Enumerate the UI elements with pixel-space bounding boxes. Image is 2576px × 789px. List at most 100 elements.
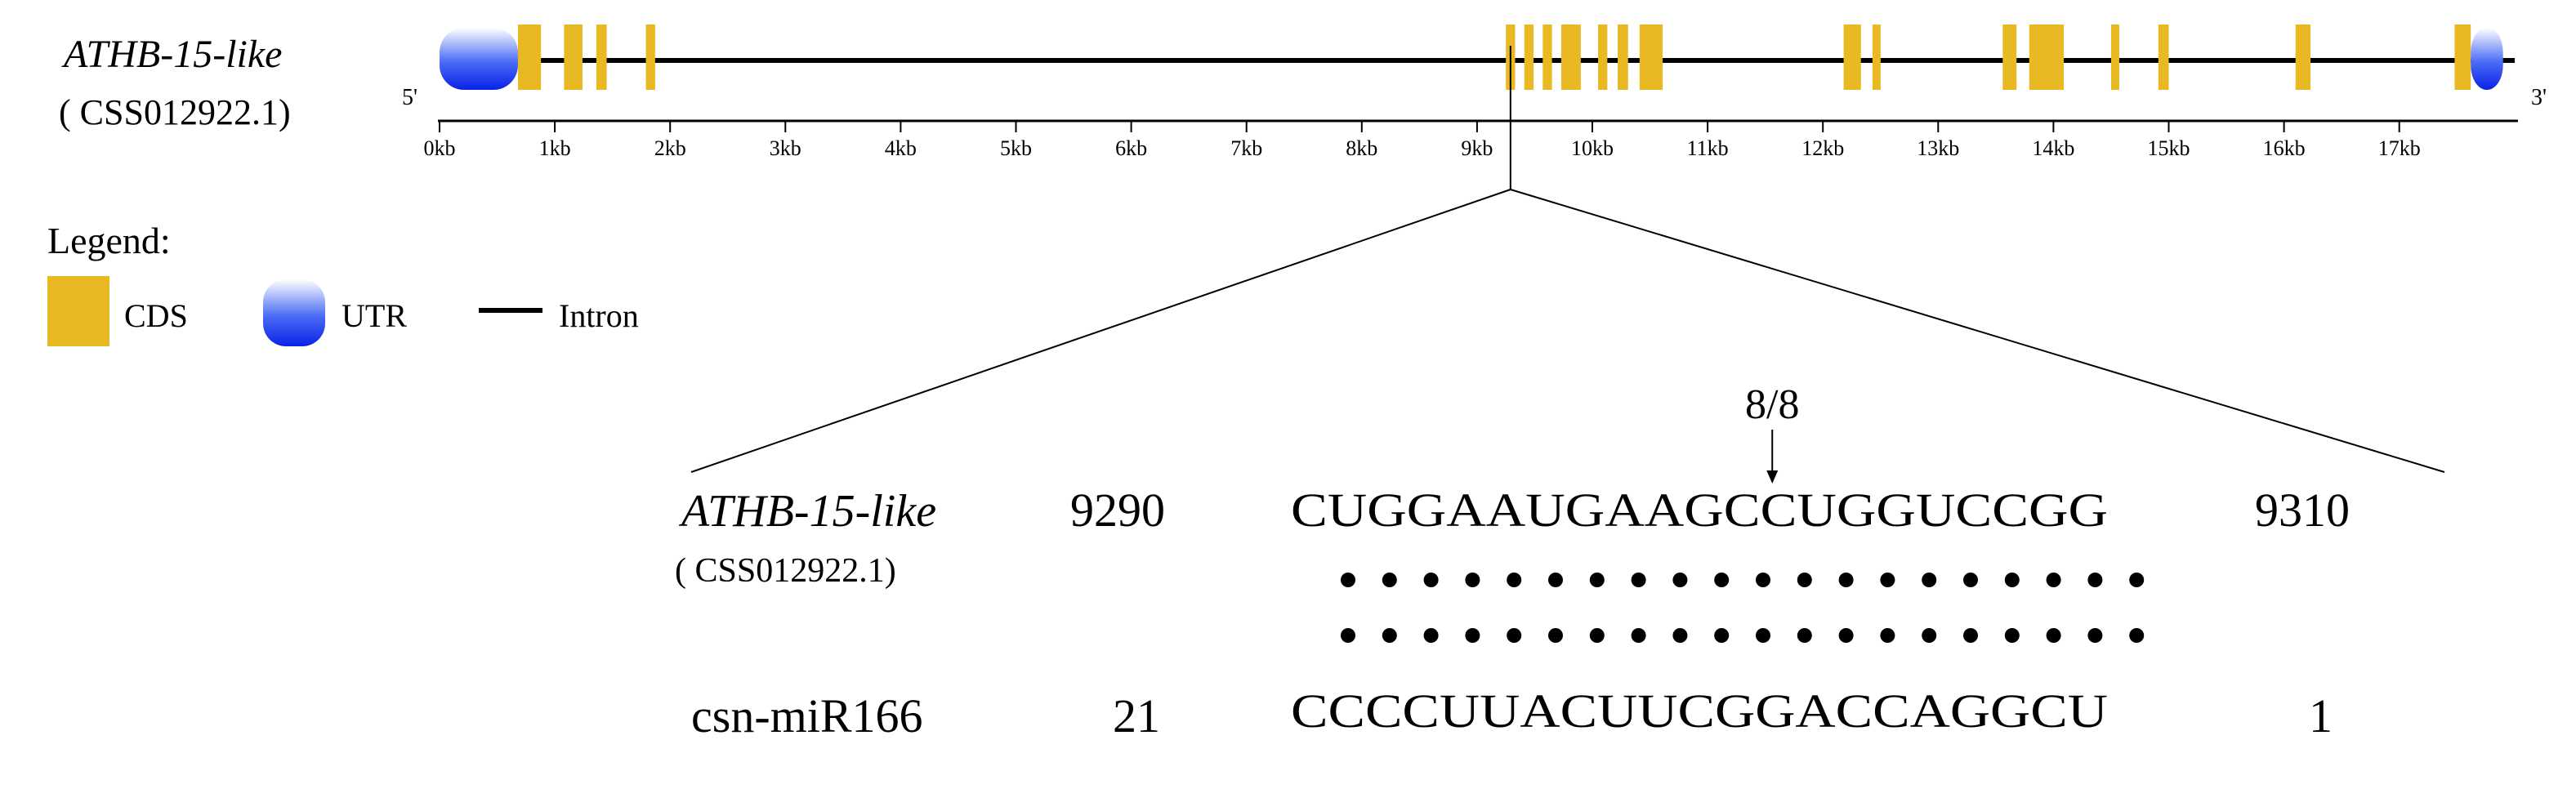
cds-block xyxy=(517,25,542,90)
base-pair-dot xyxy=(2129,573,2145,587)
cds-block xyxy=(2029,25,2065,90)
kb-axis-ticks: 0kb 1kb 2kb 3kb 4kb 5kb 6kb 7kb 8kb 9kb 10kb 11kb 12… xyxy=(424,121,2421,160)
legend-intron-label: Intron xyxy=(559,297,639,334)
base-pair-dot xyxy=(1672,628,1688,643)
cds-block xyxy=(1542,25,1552,90)
cds-block xyxy=(2002,25,2017,90)
base-pair-dot xyxy=(1797,573,1812,587)
cleavage-arrow-head xyxy=(1766,470,1779,484)
kb-axis-tick-label: 7kb xyxy=(1230,136,1262,160)
base-pair-dot xyxy=(1672,573,1688,587)
cds-block xyxy=(1560,25,1581,90)
utr-5-prime xyxy=(440,28,518,90)
alignment-target-end: 9310 xyxy=(2255,484,2350,537)
base-pair-dot xyxy=(1507,628,1522,643)
base-pair-dot xyxy=(1838,628,1854,643)
base-pair-dot xyxy=(2004,573,2020,587)
base-pair-dot xyxy=(1465,628,1480,643)
kb-axis-tick-label: 12kb xyxy=(1801,136,1844,160)
kb-axis-tick-label: 8kb xyxy=(1346,136,1377,160)
legend-title: Legend: xyxy=(47,220,171,261)
alignment-mirna-start: 21 xyxy=(1113,689,1160,742)
cleavage-site-label: 8/8 xyxy=(1745,381,1799,428)
base-pair-dot xyxy=(1756,628,1770,643)
kb-axis-tick-label: 9kb xyxy=(1461,136,1493,160)
cds-block xyxy=(2158,25,2169,90)
base-pair-dot xyxy=(1631,628,1646,643)
kb-axis-tick-label: 10kb xyxy=(1571,136,1614,160)
base-pair-dot xyxy=(1756,573,1770,587)
alignment-mirna-name: csn-miR166 xyxy=(691,689,923,742)
cds-block xyxy=(1872,25,1881,90)
kb-axis-tick-label: 14kb xyxy=(2032,136,2074,160)
five-prime-label: 5' xyxy=(402,85,417,110)
cds-block xyxy=(2454,25,2471,90)
base-pair-dot xyxy=(1922,628,1937,643)
cds-block xyxy=(1524,25,1534,90)
base-pair-dot xyxy=(1423,628,1439,643)
base-pair-dot xyxy=(1465,573,1480,587)
base-pair-dot xyxy=(1548,573,1563,587)
base-pair-dot xyxy=(2129,628,2145,643)
kb-axis-tick-label: 2kb xyxy=(654,136,686,160)
base-pair-dot xyxy=(1589,628,1605,643)
kb-axis-tick-label: 4kb xyxy=(885,136,917,160)
three-prime-label: 3' xyxy=(2531,85,2547,110)
kb-axis-tick-label: 1kb xyxy=(539,136,571,160)
base-pair-dot xyxy=(1838,573,1854,587)
base-pair-dot xyxy=(2087,628,2103,643)
base-pair-dot xyxy=(1880,628,1895,643)
base-pair-dot xyxy=(1714,573,1730,587)
alignment-mirna-sequence: CCCCUUACUUCGGACCAGGCU xyxy=(1291,684,2108,738)
legend-utr-label: UTR xyxy=(342,297,407,334)
base-pairing-dots xyxy=(1341,573,2145,643)
base-pair-dot xyxy=(2046,573,2061,587)
base-pair-dot xyxy=(1797,628,1812,643)
legend-cds-swatch xyxy=(47,276,109,346)
kb-axis-tick-label: 6kb xyxy=(1115,136,1147,160)
utr-3-prime xyxy=(2471,28,2503,90)
base-pair-dot xyxy=(1548,628,1563,643)
kb-axis-tick-label: 5kb xyxy=(1000,136,1032,160)
cds-block xyxy=(2295,25,2311,90)
base-pair-dot xyxy=(1963,573,1978,587)
alignment-target-start: 9290 xyxy=(1070,484,1165,537)
base-pair-dot xyxy=(2004,628,2020,643)
cds-group xyxy=(517,25,2471,90)
cds-block xyxy=(564,25,583,90)
kb-axis-tick-label: 3kb xyxy=(770,136,801,160)
alignment-target-accession: ( CSS012922.1) xyxy=(675,552,896,590)
base-pair-dot xyxy=(1963,628,1978,643)
alignment-target-sequence: CUGGAAUGAAGCCUGGUCCGG xyxy=(1291,484,2108,537)
kb-axis-tick-label: 0kb xyxy=(424,136,456,160)
base-pair-dot xyxy=(1382,628,1397,643)
base-pair-dot xyxy=(1631,573,1646,587)
legend-utr-swatch xyxy=(263,279,325,346)
kb-axis-tick-label: 16kb xyxy=(2263,136,2306,160)
base-pair-dot xyxy=(1507,573,1522,587)
base-pair-dot xyxy=(1922,573,1937,587)
zoom-line-right xyxy=(1510,189,2445,473)
alignment-target-name: ATHB-15-like xyxy=(678,486,936,537)
base-pair-dot xyxy=(1589,573,1605,587)
base-pair-dot xyxy=(1714,628,1730,643)
kb-axis-tick-label: 11kb xyxy=(1687,136,1729,160)
base-pair-dot xyxy=(2087,573,2103,587)
cds-block xyxy=(1639,25,1663,90)
base-pair-dot xyxy=(1382,573,1397,587)
cds-block xyxy=(2110,25,2119,90)
gene-accession-label: ( CSS012922.1) xyxy=(59,92,291,132)
legend-cds-label: CDS xyxy=(124,297,188,334)
kb-axis-tick-label: 15kb xyxy=(2148,136,2190,160)
gene-name-label: ATHB-15-like xyxy=(61,33,282,76)
cds-block xyxy=(1618,25,1628,90)
base-pair-dot xyxy=(1341,573,1355,587)
kb-axis-tick-label: 17kb xyxy=(2378,136,2421,160)
cds-block xyxy=(1598,25,1608,90)
alignment-mirna-end: 1 xyxy=(2309,689,2333,742)
base-pair-dot xyxy=(2046,628,2061,643)
base-pair-dot xyxy=(1341,628,1355,643)
cds-block xyxy=(645,25,655,90)
cds-block xyxy=(596,25,607,90)
